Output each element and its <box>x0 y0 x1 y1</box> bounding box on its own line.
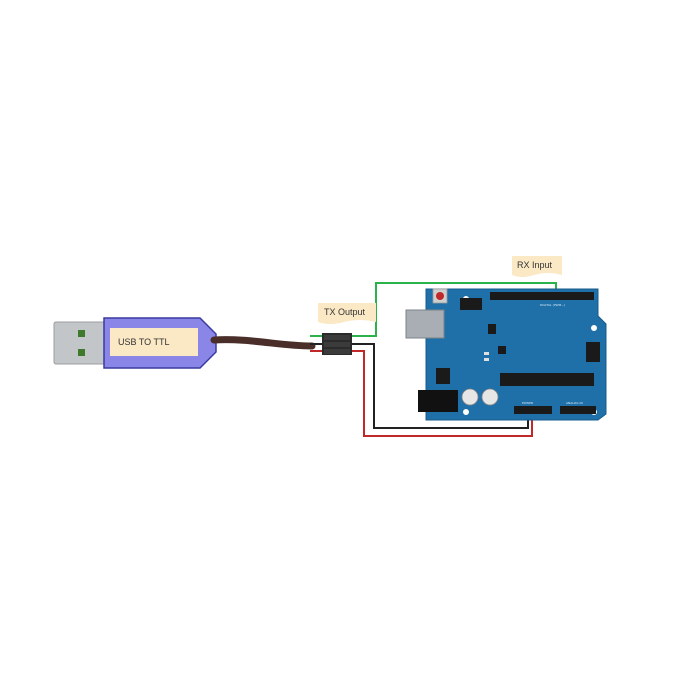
analog-header <box>560 406 596 414</box>
digital-silkscreen: DIGITAL (PWM~) <box>540 303 565 307</box>
tx-output-label: TX Output <box>324 307 366 317</box>
adapter-label: USB TO TTL <box>118 337 170 347</box>
usb-ttl-adapter: USB TO TTL <box>103 317 217 369</box>
rx-input-label: RX Input <box>517 260 553 270</box>
usb-plug <box>53 321 107 365</box>
digital-header <box>490 292 594 300</box>
usb-cable <box>210 336 316 350</box>
red-wire <box>310 350 533 437</box>
dc-power-jack <box>418 390 458 412</box>
icsp-header-right <box>586 342 600 362</box>
microcontroller-chip <box>500 373 594 386</box>
rx-input-callout: RX Input <box>512 256 562 277</box>
adapter-label-box <box>110 328 198 356</box>
capacitor <box>461 388 479 406</box>
black-wire <box>310 343 529 429</box>
ttl-header-connector <box>322 333 352 355</box>
capacitor <box>481 388 499 406</box>
arduino-board: DIGITAL (PWM~) POWER ANALOG IN <box>405 288 607 421</box>
power-silkscreen: POWER <box>522 401 533 405</box>
analog-silkscreen: ANALOG IN <box>566 401 583 405</box>
tx-output-callout: TX Output <box>318 303 376 324</box>
usb-b-port <box>405 309 445 339</box>
power-header <box>514 406 552 414</box>
icsp-header-top <box>460 298 482 310</box>
reset-button <box>432 288 448 304</box>
